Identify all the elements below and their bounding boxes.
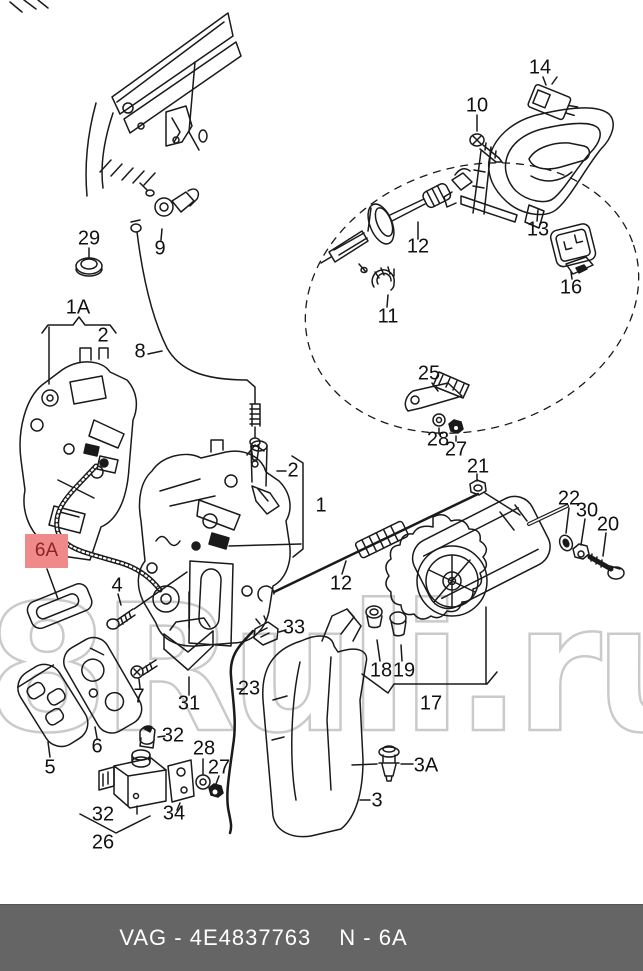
part-label-7: 7 — [133, 685, 145, 708]
guide-rail-drawing — [443, 191, 518, 223]
part-10-screw-drawing — [469, 114, 503, 163]
watermark-text: 8Ruli.ru — [0, 567, 643, 772]
left-door-lock-drawing — [19, 347, 138, 561]
part-17-lock-actuator-drawing — [385, 473, 625, 620]
part-33-connector-drawing — [253, 615, 287, 646]
part-label-10: 10 — [465, 94, 489, 117]
part-27-nut-lower-drawing — [208, 775, 224, 798]
part-label-1: 1 — [315, 494, 327, 517]
part-label-2-center: 2 — [287, 459, 299, 482]
lock-rod-12-drawing — [257, 492, 480, 602]
bracket-1a — [41, 316, 117, 385]
part-label-28-upper: 28 — [426, 428, 450, 451]
part-label-32-lower: 32 — [91, 803, 115, 826]
part-label-25: 25 — [417, 362, 441, 385]
part-label-4: 4 — [111, 574, 123, 597]
part-label-22: 22 — [557, 487, 581, 510]
part-23-rod-drawing — [226, 629, 255, 835]
lead-6a — [46, 568, 59, 600]
part-29-grommet-drawing — [75, 247, 103, 277]
part-12-cable-drawing — [320, 168, 473, 264]
part-label-13: 13 — [526, 218, 550, 241]
part-16-switch-drawing — [549, 223, 597, 280]
part-label-34: 34 — [162, 802, 186, 825]
part-label-8: 8 — [134, 340, 146, 363]
part-4-screw-drawing — [106, 593, 136, 630]
part-label-32-upper: 32 — [161, 724, 185, 747]
part-label-3A: 3A — [413, 754, 439, 777]
part-label-11: 11 — [377, 305, 399, 328]
part-label-31: 31 — [177, 692, 201, 715]
lock-cable-drawing — [54, 463, 163, 593]
part-28-washer-lower-drawing — [195, 758, 211, 790]
part-3a-clip-drawing — [351, 745, 414, 782]
part-34-plate-drawing — [167, 759, 195, 811]
part-label-33: 33 — [282, 616, 306, 639]
footer-section-code: N - 6A — [339, 925, 408, 950]
lock-rod-8-drawing — [130, 219, 261, 468]
bracket-17 — [361, 606, 498, 694]
part-label-29: 29 — [77, 227, 101, 250]
door-frame-drawing — [9, 0, 242, 197]
part-label-23: 23 — [237, 677, 261, 700]
part-31-wedge-drawing — [163, 617, 214, 696]
part-label-19: 19 — [392, 659, 416, 682]
part-label-21: 21 — [466, 455, 490, 478]
part-25-bracket-drawing — [404, 371, 470, 442]
center-door-lock-drawing — [133, 439, 302, 647]
part-6a-pad-drawing — [26, 583, 93, 630]
part-label-17: 17 — [419, 692, 443, 715]
part-14-connector-drawing — [527, 76, 579, 121]
part-label-28-lower: 28 — [192, 737, 216, 760]
part-label-14: 14 — [528, 56, 552, 79]
part-label-3: 3 — [371, 789, 383, 812]
part-label-16: 16 — [559, 276, 583, 299]
part-9-clamp-drawing — [139, 182, 200, 241]
footer-bar: VAG - 4E4837763 N - 6A — [0, 904, 643, 971]
part-label-12-lower: 12 — [329, 572, 353, 595]
part-7-screw-drawing — [130, 659, 158, 689]
part-5-remote-key-drawing — [17, 663, 89, 748]
part-label-12-upper: 12 — [406, 235, 430, 258]
part-32-clamp-drawing — [139, 725, 166, 749]
part-label-27-lower: 27 — [207, 756, 231, 779]
part-label-30: 30 — [575, 499, 599, 522]
part-label-1A: 1A — [65, 296, 91, 319]
part-18-19-bushings-drawing — [365, 605, 407, 662]
part-label-27-upper: 27 — [444, 438, 468, 461]
part-label-9: 9 — [154, 237, 166, 260]
part-label-6: 6 — [91, 735, 103, 758]
part-label-26: 26 — [91, 831, 115, 854]
highlighted-part-label-text: 6A — [34, 540, 59, 561]
part-label-5: 5 — [44, 756, 56, 779]
part-2-rod-drawing — [250, 440, 287, 515]
part-26-lock-module-drawing — [79, 749, 167, 834]
bracket-1 — [291, 455, 304, 558]
dashed-door-outline — [304, 162, 640, 434]
footer-part-code: VAG - 4E4837763 — [119, 925, 312, 950]
highlighted-part-label-6A[interactable]: 6A — [25, 534, 68, 568]
part-6-backplate-drawing — [63, 636, 143, 734]
part-11-clip-drawing — [358, 263, 395, 308]
part-label-18: 18 — [369, 659, 393, 682]
part-13-inner-handle-drawing — [472, 107, 614, 229]
part-label-20: 20 — [596, 513, 620, 536]
part-3-carrier-panel-drawing — [262, 608, 371, 838]
part-label-2-top: 2 — [97, 324, 109, 347]
